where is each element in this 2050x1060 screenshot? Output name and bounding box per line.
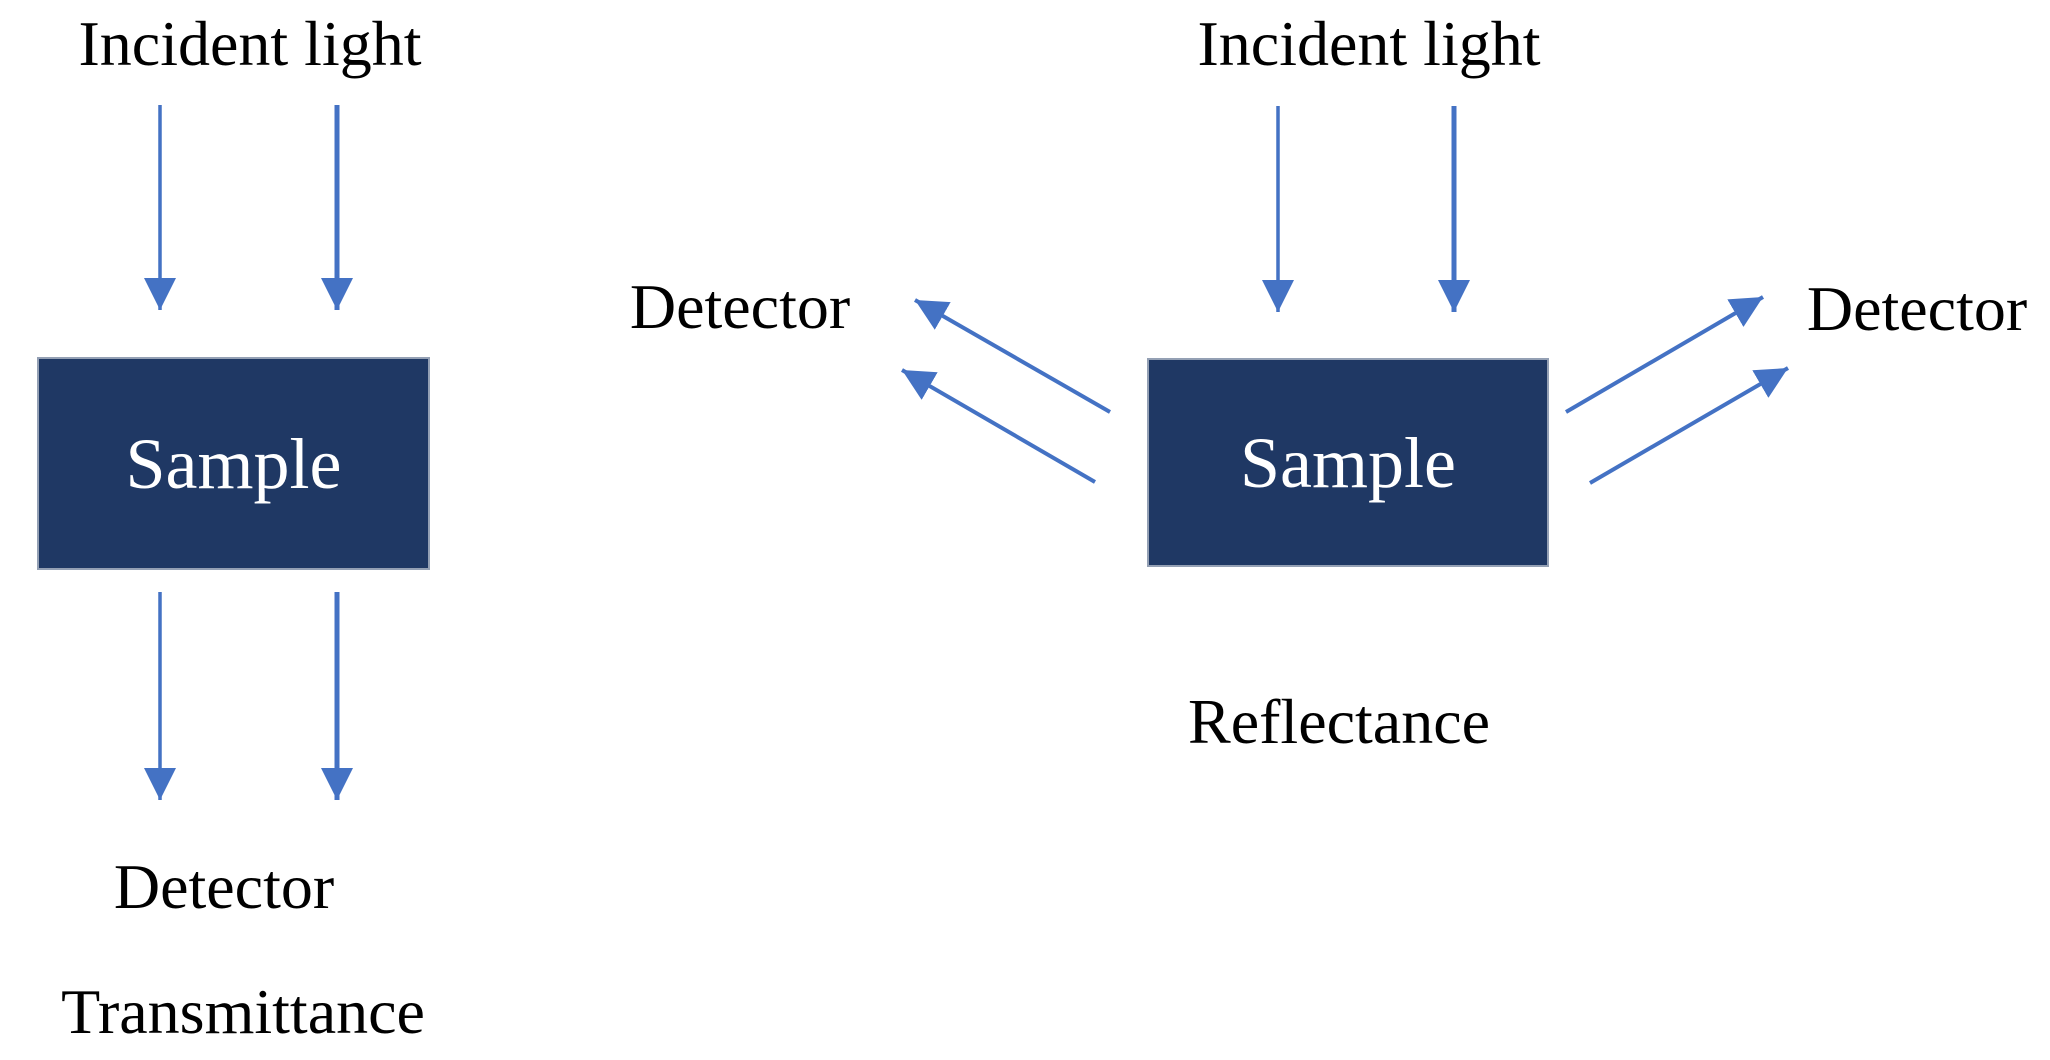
reflected-arrow-right-1 [1564, 295, 1765, 414]
reflectance-mode-label: Reflectance [1188, 686, 1490, 757]
incident-light-label-transmittance: Incident light [78, 8, 422, 79]
reflected-arrow-right-2 [1588, 366, 1790, 485]
sample-label-transmittance: Sample [125, 423, 342, 504]
detector-label-reflectance-left: Detector [629, 271, 851, 342]
sample-label-reflectance: Sample [1240, 422, 1456, 503]
reflected-arrow-left-1 [914, 298, 1111, 414]
detector-label-reflectance-right: Detector [1806, 273, 2028, 344]
transmittance-mode-label: Transmittance [61, 976, 425, 1047]
sample-box-transmittance: Sample [37, 357, 430, 570]
detector-label-transmittance: Detector [113, 851, 335, 922]
reflected-arrow-left-2 [900, 368, 1097, 484]
sample-box-reflectance: Sample [1147, 358, 1549, 567]
incident-light-label-reflectance: Incident light [1197, 8, 1541, 79]
